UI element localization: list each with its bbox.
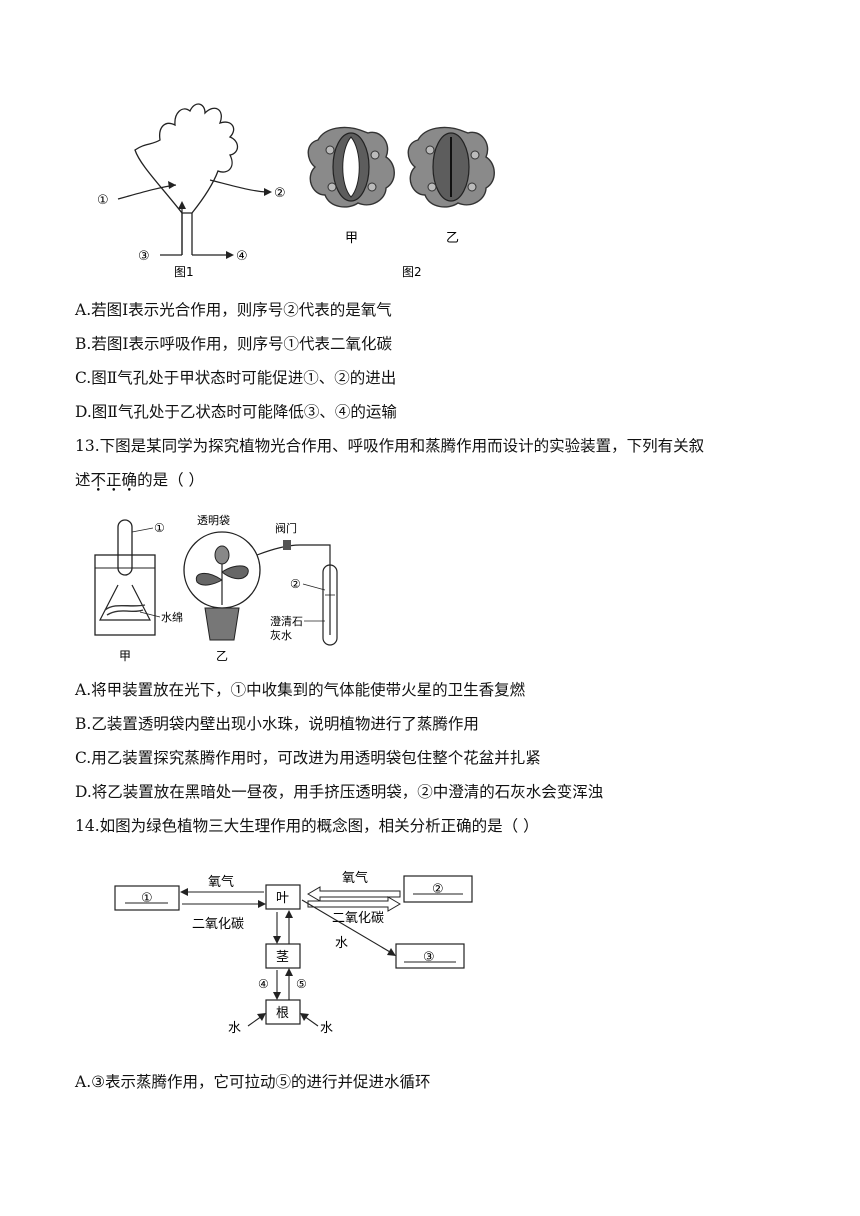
q12-option-d: D.图Ⅱ气孔处于乙状态时可能降低③、④的运输 <box>75 403 397 421</box>
label-co2-left: 二氧化碳 <box>192 917 244 932</box>
fig13-cotton-label: 水绵 <box>161 610 183 624</box>
q13-option-a: A.将甲装置放在光下，①中收集到的气体能使带火星的卫生香复燃 <box>75 681 526 699</box>
fig13-bag-label: 透明袋 <box>197 513 230 527</box>
q13-option-b: B.乙装置透明袋内壁出现小水珠，说明植物进行了蒸腾作用 <box>75 715 479 733</box>
fig1-mark-1: ① <box>97 193 109 208</box>
fig13-mark-2: ② <box>290 577 301 591</box>
q12-option-a: A.若图Ⅰ表示光合作用，则序号②代表的是氧气 <box>75 301 392 319</box>
node-stem: 茎 <box>276 950 289 965</box>
mark-4: ④ <box>258 977 269 991</box>
stoma-a-label: 甲 <box>345 231 358 246</box>
q13-emphasis: 不正确 <box>91 471 138 489</box>
node-leaf: 叶 <box>276 891 289 906</box>
fig2-caption: 图2 <box>402 265 422 279</box>
figure-experiment-apparatus: ① 水绵 甲 透明袋 乙 阀门 ② 澄清石 灰水 <box>94 513 338 663</box>
fig13-limewater-2: 灰水 <box>270 628 292 642</box>
q13-emphasis-char: 不 <box>91 471 107 489</box>
stoma-closed-icon <box>407 126 495 208</box>
label-water-left: 水 <box>228 1021 241 1036</box>
q13-emphasis-char: 确 <box>122 471 138 489</box>
q12-option-c: C.图Ⅱ气孔处于甲状态时可能促进①、②的进出 <box>75 369 397 387</box>
q14-stem: 14.如图为绿色植物三大生理作用的概念图，相关分析正确的是（ ） <box>75 817 539 835</box>
fig13-valve-label: 阀门 <box>275 521 297 535</box>
fig13-label-b: 乙 <box>216 649 228 663</box>
concept-box-2: ② <box>432 882 444 897</box>
fig1-mark-2: ② <box>274 186 286 201</box>
fig13-limewater-1: 澄清石 <box>270 614 303 628</box>
fig1-caption: 图1 <box>174 265 194 279</box>
fig13-label-a: 甲 <box>119 649 131 663</box>
label-oxygen-right: 氧气 <box>342 870 368 886</box>
fig1-mark-4: ④ <box>236 249 248 264</box>
stoma-open-icon <box>307 126 395 208</box>
q12-option-b: B.若图Ⅰ表示呼吸作用，则序号①代表二氧化碳 <box>75 335 392 353</box>
node-root: 根 <box>276 1006 289 1021</box>
label-co2-right: 二氧化碳 <box>332 911 384 926</box>
label-oxygen-left: 氧气 <box>208 874 234 890</box>
q14-option-a: A.③表示蒸腾作用，它可拉动⑤的进行并促进水循环 <box>75 1073 431 1091</box>
q13-stem-line1: 13.下图是某同学为探究植物光合作用、呼吸作用和蒸腾作用而设计的实验装置，下列有… <box>75 437 705 455</box>
q13-stem-pre: 述 <box>75 471 91 489</box>
label-water-right: 水 <box>320 1021 333 1036</box>
leaf-outline-icon <box>134 103 239 214</box>
label-water-diagonal: 水 <box>335 936 348 951</box>
q13-stem-line2: 述不正确的是（ ） <box>75 470 204 490</box>
mark-5: ⑤ <box>296 977 307 991</box>
figure-concept-map: ① ② ③ 叶 茎 根 氧气 二氧化碳 氧气 二氧化碳 水 ④ ⑤ 水 水 <box>114 870 473 1036</box>
stoma-b-label: 乙 <box>446 231 459 246</box>
concept-box-3: ③ <box>423 950 435 965</box>
fig1-mark-3: ③ <box>138 249 150 264</box>
q13-stem-post: 的是（ ） <box>137 471 204 489</box>
fig13-mark-1: ① <box>154 521 165 535</box>
q13-option-d: D.将乙装置放在黑暗处一昼夜，用手挤压透明袋，②中澄清的石灰水会变浑浊 <box>75 783 604 801</box>
concept-box-1: ① <box>141 891 153 906</box>
q13-emphasis-char: 正 <box>106 471 122 489</box>
q13-option-c: C.用乙装置探究蒸腾作用时，可改进为用透明袋包住整个花盆并扎紧 <box>75 749 541 767</box>
figure-leaf-and-stomata: ① ② ③ ④ 图1 甲 乙 图2 <box>97 103 495 279</box>
